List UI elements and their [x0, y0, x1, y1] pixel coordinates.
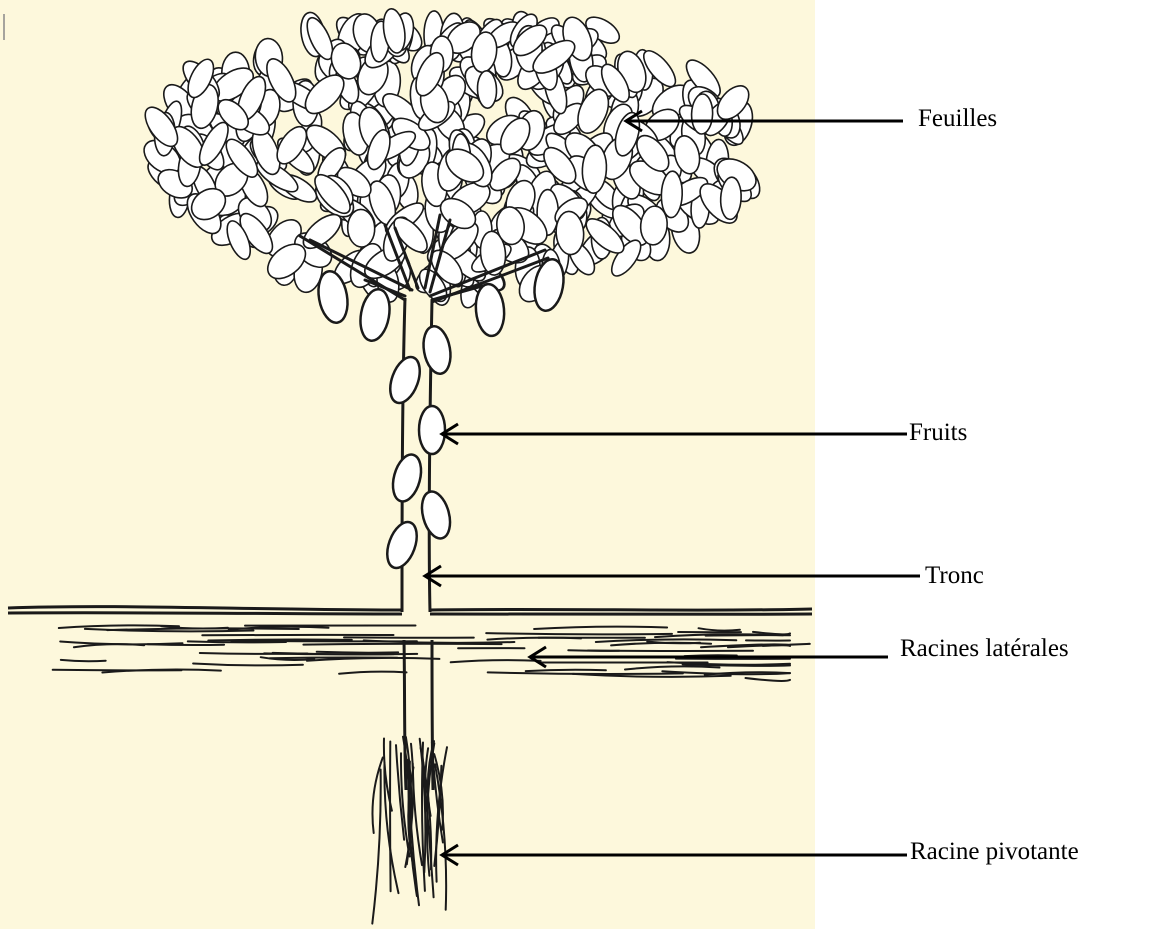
label-text-racine-pivotante: Racine pivotante: [910, 838, 1079, 865]
cacao-pod: [419, 406, 445, 454]
leaf: [477, 70, 497, 108]
tap-root-hair: [390, 742, 391, 892]
lateral-root-stroke: [148, 644, 225, 645]
lateral-root-stroke: [303, 644, 501, 645]
label-text-feuilles: Feuilles: [918, 105, 997, 132]
lateral-root-stroke: [588, 651, 753, 652]
leaf: [691, 94, 713, 135]
label-text-tronc: Tronc: [925, 562, 984, 589]
lateral-root-stroke: [317, 652, 399, 653]
label-text-fruits: Fruits: [909, 419, 967, 446]
lateral-root-stroke: [53, 670, 182, 671]
label-text-racines-laterales: Racines latérales: [900, 635, 1069, 662]
lateral-root-stroke: [208, 640, 351, 641]
leaf: [347, 209, 375, 248]
